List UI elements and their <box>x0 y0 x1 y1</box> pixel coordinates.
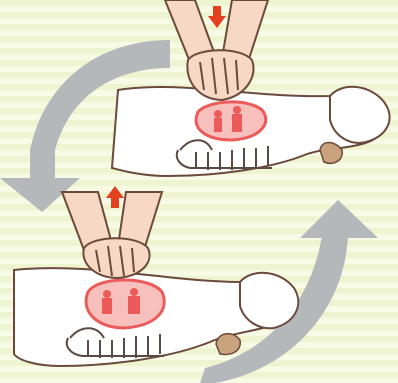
bottom-panel-release <box>13 186 300 368</box>
top-panel-compression <box>110 0 391 178</box>
top-ribcage <box>175 139 272 170</box>
top-patient-hair <box>319 141 343 164</box>
cycle-arrow-left-icon <box>0 40 170 212</box>
bottom-ribcage <box>65 327 164 358</box>
release-up-arrow-icon <box>106 186 124 208</box>
bottom-patient-head <box>239 271 300 330</box>
bottom-patient-hair <box>215 332 241 356</box>
top-rescuer-hands <box>163 0 270 102</box>
top-patient-head <box>329 85 391 144</box>
top-heart-icon <box>194 100 268 142</box>
bottom-rescuer-hands <box>60 191 164 280</box>
push-down-arrow-icon <box>208 6 226 28</box>
cycle-arrow-right-icon <box>200 200 378 383</box>
bottom-heart-icon <box>84 278 166 330</box>
